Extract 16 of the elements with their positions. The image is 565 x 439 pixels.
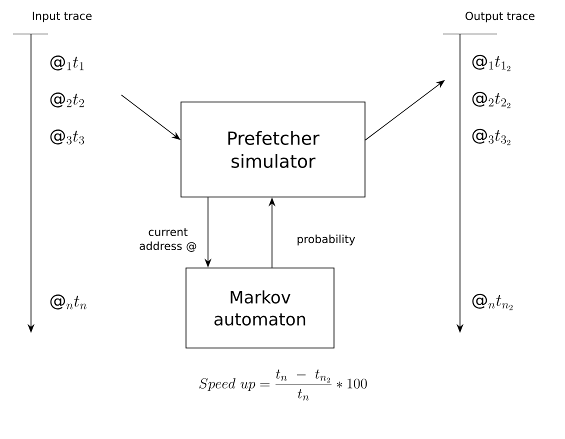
trace-entry: $@_1 t_{1_2}$ xyxy=(472,54,510,72)
trace-entry: $@_n t_n$ xyxy=(50,294,86,310)
process-box: Markov automaton xyxy=(186,268,334,348)
speed-up-formula: $Speed\ up = \frac{t_n\ -\ t_{n_2}}{t_n} * 100$ xyxy=(199,370,367,400)
process-box: Prefetcher simulator xyxy=(180,102,366,198)
trace-entry: $@_3 t_3$ xyxy=(50,130,84,144)
trace-entry: $@_n t_{n_2}$ xyxy=(472,294,513,310)
edge-label: probability xyxy=(298,234,356,246)
arrow xyxy=(365,80,445,140)
trace-entry: $@_1 t_1$ xyxy=(50,56,84,70)
trace-entry: $@_2 t_2$ xyxy=(50,92,84,108)
trace-heading: Input trace xyxy=(32,12,92,22)
trace-entry: $@_3 t_{3_2}$ xyxy=(472,128,510,146)
edge-label: current address @ xyxy=(140,228,196,252)
trace-heading: Output trace xyxy=(466,12,534,22)
trace-entry: $@_2 t_{2_2}$ xyxy=(472,92,510,108)
